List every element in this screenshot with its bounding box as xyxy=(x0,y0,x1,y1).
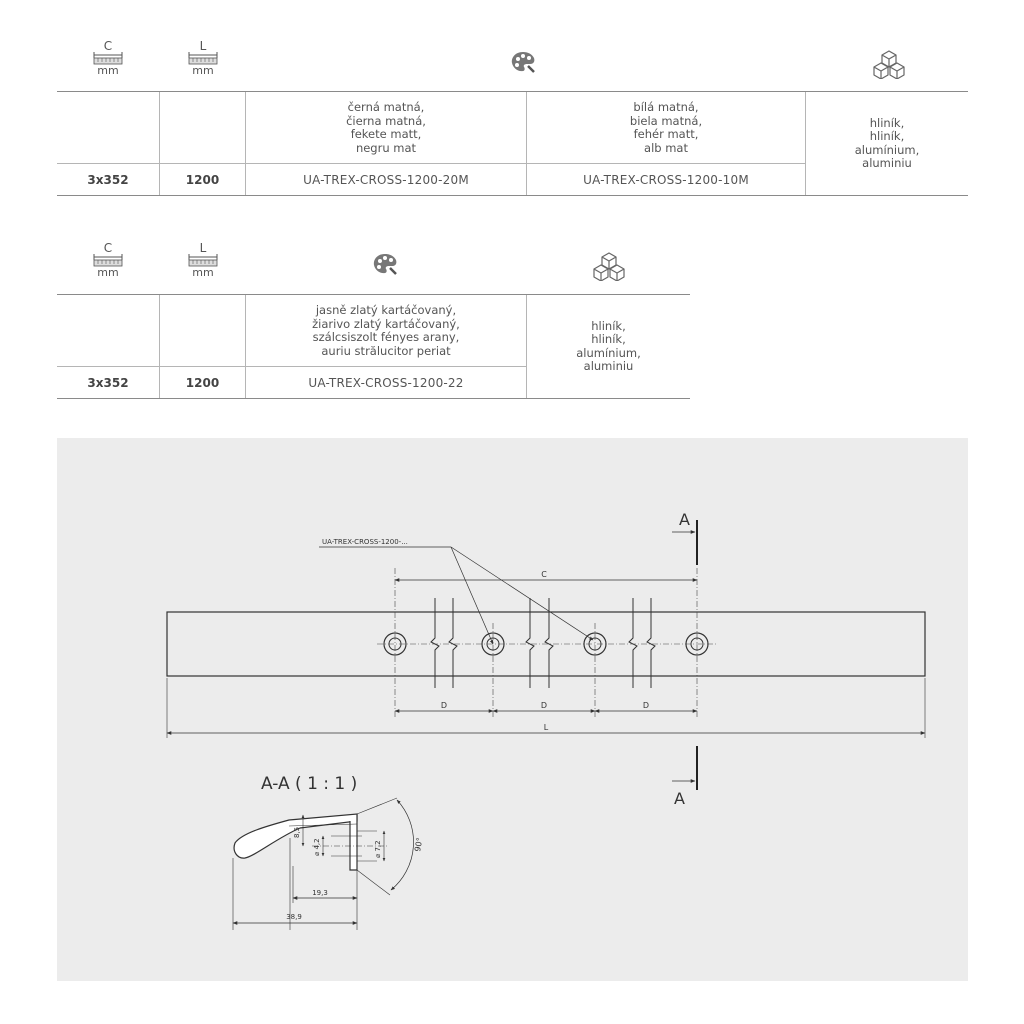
part-callout: UA-TREX-CROSS-1200-... xyxy=(322,538,408,546)
ruler-icon xyxy=(188,52,218,65)
ruler-icon xyxy=(93,254,123,267)
dim-d-label-2: D xyxy=(541,701,547,710)
l-unit: mm xyxy=(192,64,214,77)
row-divider xyxy=(57,366,526,367)
product-table-1: C mm L mm černá matn xyxy=(57,36,968,196)
c-letter: C xyxy=(103,241,113,255)
col-divider xyxy=(526,92,527,195)
color-description-black: černá matná, čierna matná, fekete matt, … xyxy=(346,100,426,155)
col-divider xyxy=(805,92,806,195)
section-mark-top: A xyxy=(679,510,690,529)
l-letter: L xyxy=(199,39,207,53)
c-dimension-header: C mm xyxy=(88,242,128,282)
c-unit: mm xyxy=(97,64,119,77)
palette-icon xyxy=(373,254,397,275)
col-divider xyxy=(159,92,160,195)
c-letter: C xyxy=(103,39,113,53)
palette-icon xyxy=(511,52,535,73)
l-letter: L xyxy=(199,241,207,255)
dim-d-label-1: D xyxy=(441,701,447,710)
c-unit: mm xyxy=(97,266,119,279)
c-dimension-header: C mm xyxy=(88,40,128,80)
product-code: UA-TREX-CROSS-1200-20M xyxy=(303,172,469,187)
material-description: hliník, hliník, alumínium, aluminiu xyxy=(854,115,920,170)
angle-90-label: 90° xyxy=(413,837,424,853)
dim-72-label: ⌀ 7,2 xyxy=(374,840,382,858)
handle-bar-outline xyxy=(166,611,926,677)
table-bottom-line xyxy=(57,195,968,196)
ruler-icon xyxy=(93,52,123,65)
dim-42-label: ⌀ 4,2 xyxy=(313,838,321,856)
dim-c-label: C xyxy=(541,570,547,579)
dim-85-label: 8,5 xyxy=(293,827,301,838)
row-divider xyxy=(57,163,805,164)
l-value: 1200 xyxy=(185,375,220,390)
section-profile xyxy=(233,813,358,871)
l-value: 1200 xyxy=(185,172,220,187)
color-description-gold: jasně zlatý kartáčovaný, žiarivo zlatý k… xyxy=(312,303,460,358)
dim-l-label: L xyxy=(544,723,549,732)
color-description-white: bílá matná, biela matná, fehér matt, alb… xyxy=(629,100,703,155)
c-value: 3x352 xyxy=(87,172,129,187)
col-divider xyxy=(245,92,246,195)
dim-193-label: 19,3 xyxy=(312,889,328,897)
cubes-icon xyxy=(873,50,905,79)
col-divider xyxy=(526,295,527,398)
table-bottom-line xyxy=(57,398,690,399)
product-code: UA-TREX-CROSS-1200-10M xyxy=(583,172,749,187)
cubes-icon xyxy=(593,252,625,281)
dim-389-label: 38,9 xyxy=(286,913,302,921)
ruler-icon xyxy=(188,254,218,267)
technical-drawing: C D D D L UA-TREX-CROSS-1200-... A A A-A… xyxy=(57,438,968,981)
product-code: UA-TREX-CROSS-1200-22 xyxy=(308,375,464,390)
header-divider xyxy=(57,294,690,295)
col-divider xyxy=(245,295,246,398)
product-table-2: C mm L mm jasně zlatý k xyxy=(57,238,690,399)
l-dimension-header: L mm xyxy=(183,40,223,80)
material-description: hliník, hliník, alumínium, aluminiu xyxy=(576,318,641,373)
header-divider xyxy=(57,91,968,92)
section-title: A-A ( 1 : 1 ) xyxy=(261,774,357,794)
dim-d-label-3: D xyxy=(643,701,649,710)
c-value: 3x352 xyxy=(87,375,129,390)
l-dimension-header: L mm xyxy=(183,242,223,282)
col-divider xyxy=(159,295,160,398)
l-unit: mm xyxy=(192,266,214,279)
section-mark-bottom: A xyxy=(674,789,685,808)
